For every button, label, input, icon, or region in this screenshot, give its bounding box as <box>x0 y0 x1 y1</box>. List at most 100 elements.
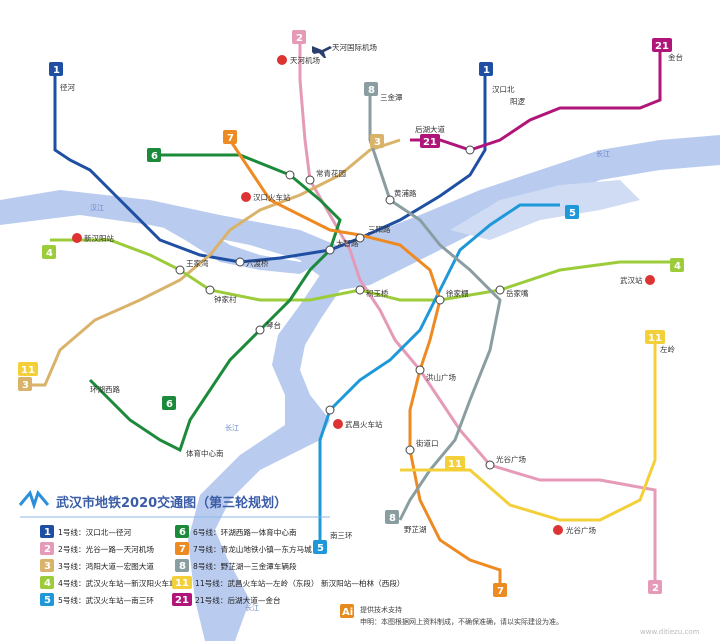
station-label: 洪山广场 <box>426 372 456 382</box>
line-8 <box>368 90 502 521</box>
svg-text:4号线：武汉火车站—新汉阳火车站: 4号线：武汉火车站—新汉阳火车站 <box>58 578 177 588</box>
svg-text:3号线：鸿阳大道—宏图大道: 3号线：鸿阳大道—宏图大道 <box>58 561 154 571</box>
line-badge-7b: 7 <box>493 583 507 597</box>
svg-text:6号线：环湖西路—体育中心南: 6号线：环湖西路—体育中心南 <box>193 527 297 537</box>
station-label: 王家湾 <box>186 258 209 268</box>
line-badge-8b: 8 <box>385 510 399 524</box>
line-badge-5b: 5 <box>313 540 327 554</box>
station-label: 环湖西路 <box>90 384 120 394</box>
legend-item: 21 21号线：后湖大道—金台 <box>172 593 281 606</box>
svg-text:1: 1 <box>483 65 490 76</box>
line-badge-21b: 21 <box>420 134 440 148</box>
svg-text:1: 1 <box>53 65 60 76</box>
svg-text:21: 21 <box>423 137 437 148</box>
line-badge-11c: 11 <box>18 362 38 376</box>
station-label: 黄浦路 <box>394 188 417 198</box>
river-han <box>125 200 310 274</box>
svg-text:6: 6 <box>179 527 186 538</box>
svg-text:3: 3 <box>374 137 381 148</box>
line-badge-3: 8 <box>364 82 378 96</box>
station-dot <box>355 233 365 243</box>
watermark: www.ditiezu.com <box>640 628 700 636</box>
svg-text:8: 8 <box>368 85 375 96</box>
river-label-3: 长江 <box>245 603 259 612</box>
station-dot <box>435 295 445 305</box>
station-dot <box>355 285 365 295</box>
river-label-2: 汉江 <box>90 204 104 212</box>
station-label: 汉口北 <box>492 85 515 94</box>
rail-station-icon <box>333 419 343 429</box>
station-dot <box>485 460 495 470</box>
rail-station-icon <box>241 192 251 202</box>
svg-text:1号线：汉口北—径河: 1号线：汉口北—径河 <box>58 527 132 537</box>
line-badge-2b: 2 <box>648 580 662 594</box>
line-11 <box>400 335 657 522</box>
legend-item: 1 1号线：汉口北—径河 <box>40 525 132 538</box>
station-label: 街道口 <box>416 438 439 448</box>
station-label: 左岭 <box>660 344 675 354</box>
legend-item: 11 11号线：武昌火车站—左岭（东段） 新汉阳站—柏林（西段） <box>172 576 405 589</box>
station-label: 岳家嘴 <box>506 288 529 298</box>
line-badge-21: 21 <box>652 38 672 52</box>
line-badge-3c: 3 <box>370 134 384 148</box>
svg-text:11: 11 <box>648 333 662 344</box>
svg-text:5: 5 <box>44 595 51 606</box>
line-badge-1: 1 <box>49 62 63 76</box>
station-label: 三金潭 <box>380 92 403 102</box>
airport-label: 天河国际机场 <box>332 42 377 52</box>
station-dot <box>325 405 335 415</box>
station-dot <box>495 285 505 295</box>
line-badge-1b: 1 <box>479 62 493 76</box>
svg-text:11号线：武昌火车站—左岭（东段） 新汉阳站—柏林（西段）: 11号线：武昌火车站—左岭（东段） 新汉阳站—柏林（西段） <box>195 578 405 588</box>
station-dot <box>305 175 315 185</box>
svg-text:2: 2 <box>296 33 303 44</box>
station-dot <box>235 257 245 267</box>
station-label: 金台 <box>668 52 683 62</box>
station-label: 六渡桥 <box>246 258 269 268</box>
line-badge-4b: 4 <box>670 258 684 272</box>
svg-text:5号线：武汉火车站—南三环: 5号线：武汉火车站—南三环 <box>58 595 154 605</box>
footer-note: 申明：本图根据网上资料制成，不确保准确，请以实际建设为准。 <box>360 617 563 626</box>
line-3 <box>25 138 401 387</box>
svg-text:6: 6 <box>151 151 158 162</box>
footer-support: 提供技术支持 <box>360 605 402 614</box>
svg-text:8: 8 <box>389 513 396 524</box>
station-dot <box>255 325 265 335</box>
rail-station-icon <box>645 275 655 285</box>
title-text: 武汉市地铁2020交通图（第三轮规划） <box>56 495 287 511</box>
station-label: 后湖大道 <box>415 124 445 134</box>
legend-item: 2 2号线：光谷一路—天河机场 <box>40 542 154 555</box>
svg-text:8号线：野芷湖—三金潭车辆段: 8号线：野芷湖—三金潭车辆段 <box>193 561 297 571</box>
line-badge-11: 11 <box>645 330 665 344</box>
svg-text:21: 21 <box>175 595 189 606</box>
line-badge-4: 4 <box>42 245 56 259</box>
svg-text:8: 8 <box>179 561 186 572</box>
station-label: 积玉桥 <box>366 288 389 298</box>
river-lake <box>450 180 640 240</box>
svg-text:11: 11 <box>175 578 189 589</box>
station-label: 武昌火车站 <box>345 419 383 429</box>
line-7 <box>228 139 502 590</box>
station-label: 琴台 <box>266 320 281 330</box>
svg-text:21: 21 <box>655 41 669 52</box>
svg-text:7: 7 <box>179 544 186 555</box>
legend: 1 1号线：汉口北—径河 2 2号线：光谷一路—天河机场 3 3号线：鸿阳大道—… <box>40 525 405 606</box>
svg-text:3: 3 <box>44 561 51 572</box>
station-label: 南三环 <box>330 530 353 540</box>
interchange-dots <box>175 145 505 470</box>
line-badge-5: 5 <box>565 205 579 219</box>
line-1-west <box>53 70 487 264</box>
station-label: 大智路 <box>336 238 359 248</box>
line-badge-6b: 6 <box>162 396 176 410</box>
station-dot <box>175 265 185 275</box>
station-label: 体育中心南 <box>186 448 224 458</box>
station-label: 武汉站 <box>620 275 643 285</box>
rail-station-icon <box>553 525 563 535</box>
station-label: 光谷广场 <box>496 454 526 464</box>
line-2 <box>298 40 657 590</box>
station-label: 光谷广场 <box>566 525 596 535</box>
svg-text:1: 1 <box>44 527 51 538</box>
svg-text:3: 3 <box>22 380 29 391</box>
svg-text:4: 4 <box>46 248 53 259</box>
